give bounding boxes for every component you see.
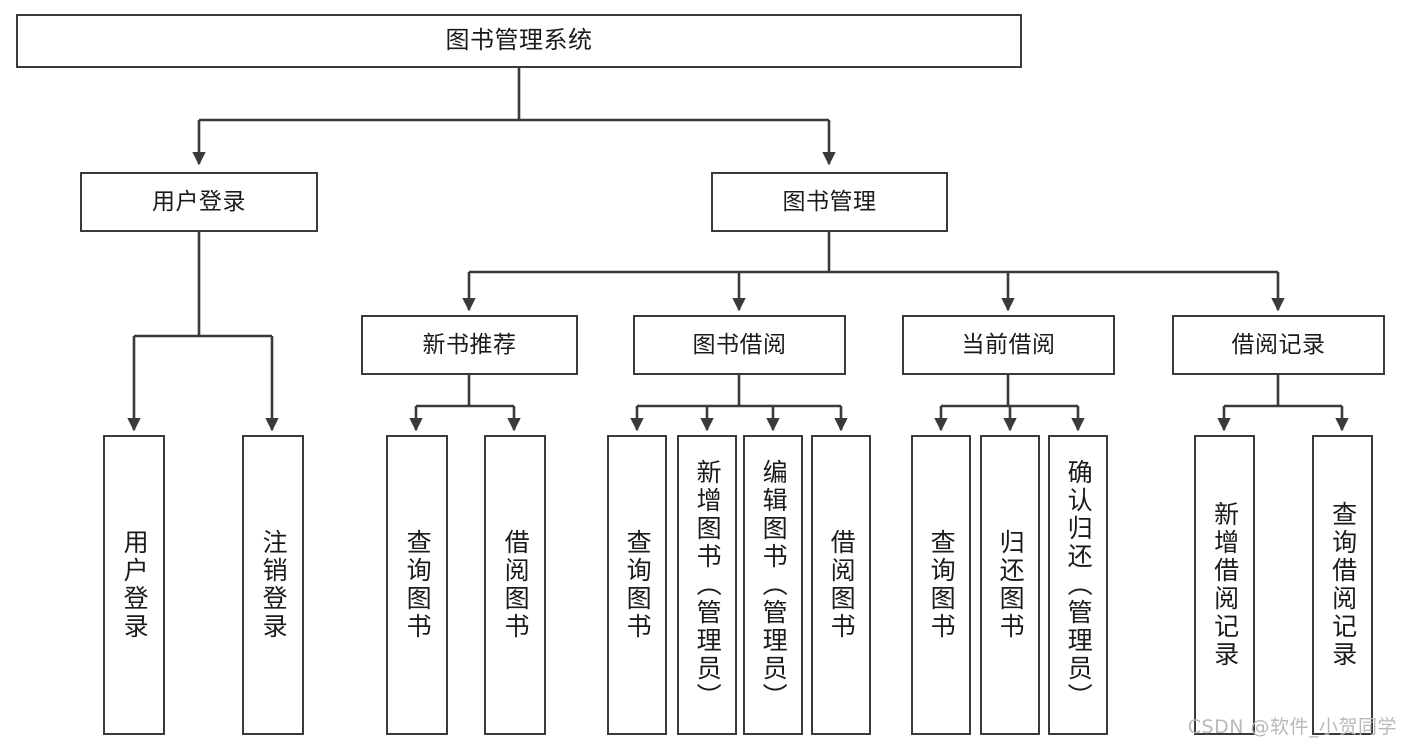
leaf-borrow-record-add-record[interactable]: 新增借阅记录	[1194, 435, 1255, 735]
node-label: 编辑图书（管理员）	[759, 459, 789, 711]
node-label: 注销登录	[259, 529, 289, 641]
node-label: 确认归还（管理员）	[1064, 459, 1094, 711]
node-label: 借阅记录	[1231, 331, 1326, 358]
node-root-book-management-system[interactable]: 图书管理系统	[16, 14, 1022, 68]
node-label: 查询图书	[403, 529, 433, 641]
watermark-csdn: CSDN @软件_小贺同学	[1187, 716, 1397, 738]
node-new-book-recommend[interactable]: 新书推荐	[361, 315, 578, 375]
node-label: 查询借阅记录	[1328, 501, 1358, 669]
leaf-book-borrow-add-book-admin[interactable]: 新增图书（管理员）	[677, 435, 737, 735]
node-current-borrow[interactable]: 当前借阅	[902, 315, 1115, 375]
node-label: 图书管理	[782, 188, 877, 215]
node-label: 新增借阅记录	[1210, 501, 1240, 669]
leaf-user-login-logout[interactable]: 注销登录	[242, 435, 304, 735]
leaf-current-borrow-return-book[interactable]: 归还图书	[980, 435, 1040, 735]
node-label: 新增图书（管理员）	[693, 459, 723, 711]
node-label: 图书管理系统	[445, 26, 593, 55]
node-label: 当前借阅	[961, 331, 1056, 358]
node-label: 图书借阅	[692, 331, 787, 358]
node-borrow-record[interactable]: 借阅记录	[1172, 315, 1385, 375]
leaf-new-book-query-book[interactable]: 查询图书	[386, 435, 448, 735]
node-label: 用户登录	[120, 529, 150, 641]
node-book-management[interactable]: 图书管理	[711, 172, 948, 232]
node-label: 归还图书	[996, 529, 1026, 641]
node-label: 查询图书	[927, 529, 957, 641]
node-label: 查询图书	[623, 529, 653, 641]
node-book-borrow[interactable]: 图书借阅	[633, 315, 846, 375]
leaf-book-borrow-edit-book-admin[interactable]: 编辑图书（管理员）	[743, 435, 803, 735]
node-label: 新书推荐	[422, 331, 517, 358]
leaf-borrow-record-query-record[interactable]: 查询借阅记录	[1312, 435, 1373, 735]
leaf-book-borrow-query-book[interactable]: 查询图书	[607, 435, 667, 735]
leaf-book-borrow-borrow-book[interactable]: 借阅图书	[811, 435, 871, 735]
leaf-current-borrow-query-book[interactable]: 查询图书	[911, 435, 971, 735]
node-label: 借阅图书	[501, 529, 531, 641]
leaf-user-login-login[interactable]: 用户登录	[103, 435, 165, 735]
node-label: 用户登录	[152, 188, 246, 215]
leaf-new-book-borrow-book[interactable]: 借阅图书	[484, 435, 546, 735]
node-label: 借阅图书	[827, 529, 857, 641]
node-user-login[interactable]: 用户登录	[80, 172, 318, 232]
leaf-current-borrow-confirm-return-admin[interactable]: 确认归还（管理员）	[1048, 435, 1108, 735]
